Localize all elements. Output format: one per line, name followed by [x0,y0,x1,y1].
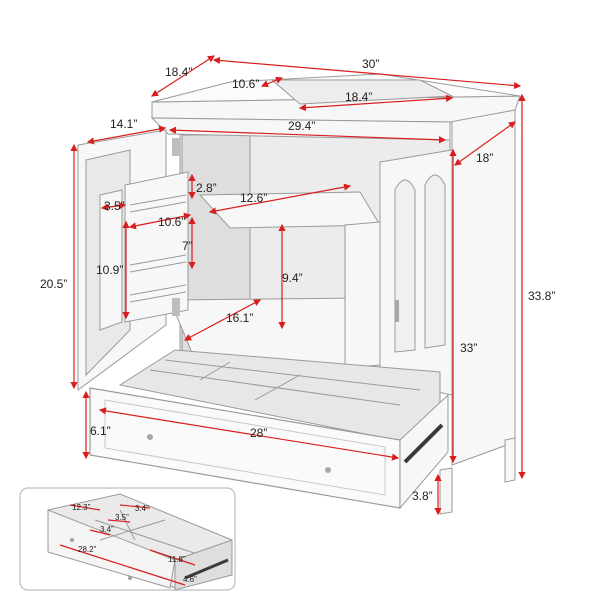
dim-basin-width: 18.4” [345,90,372,104]
dim-side-depth-top: 18.4” [165,65,192,79]
dim-inner-width: 29.4” [288,119,315,133]
inset-dim-c: 3.5” [115,513,129,522]
dim-inner-height: 9.4” [282,271,303,285]
dim-shelf-depth: 12.6” [240,191,267,205]
inset-dim-d: 3.4” [100,525,114,534]
dim-drawer-width: 28” [250,426,267,440]
dim-floor-depth: 16.1” [226,311,253,325]
dim-side-depth: 18” [476,151,493,165]
dimension-lines [70,55,526,516]
dim-basin-depth: 10.6” [232,77,259,91]
dim-inner-side-height: 33” [460,341,477,355]
inset-dim-e: 28.2” [78,545,97,554]
hinge-top-icon [172,138,180,156]
inset-knob-right-icon [128,576,132,580]
dimension-labels: 30” 18.4” 10.6” 18.4” 14.1” 29.4” 18” 33… [40,57,555,503]
dim-rack-gap: 7” [182,239,193,253]
dim-drawer-height: 6.1” [90,424,111,438]
dim-overall-width: 30” [362,57,379,71]
door-handle-icon [395,300,399,322]
inset-dim-b: 3.4” [135,504,149,513]
inset-dim-g: 4.6” [183,575,197,584]
drawer-knob-left-icon [147,434,153,440]
drawer-detail-inset: 12.3” 3.4” 3.5” 3.4” 28.2” 11.8” 4.6” [19,487,236,591]
dim-overall-height: 33.8” [528,289,555,303]
drawer-knob-right-icon [325,467,331,473]
dim-rack-height: 10.9” [96,263,123,277]
door-rack [99,171,189,331]
inset-dim-a: 12.3” [72,503,91,512]
dim-rack-depth: 3.5” [104,199,125,213]
dim-rack-width: 10.6” [158,215,185,229]
hinge-bottom-icon [172,298,180,316]
inset-dim-f: 11.8” [168,555,186,564]
open-drawer [89,349,449,510]
dim-shelf-gap: 2.8” [196,181,217,195]
inset-knob-left-icon [70,538,74,542]
dim-left-height: 20.5” [40,277,67,291]
dim-leg-height: 3.8” [412,489,433,503]
dim-door-width: 14.1” [110,117,137,131]
cabinet-illustration [77,73,521,515]
